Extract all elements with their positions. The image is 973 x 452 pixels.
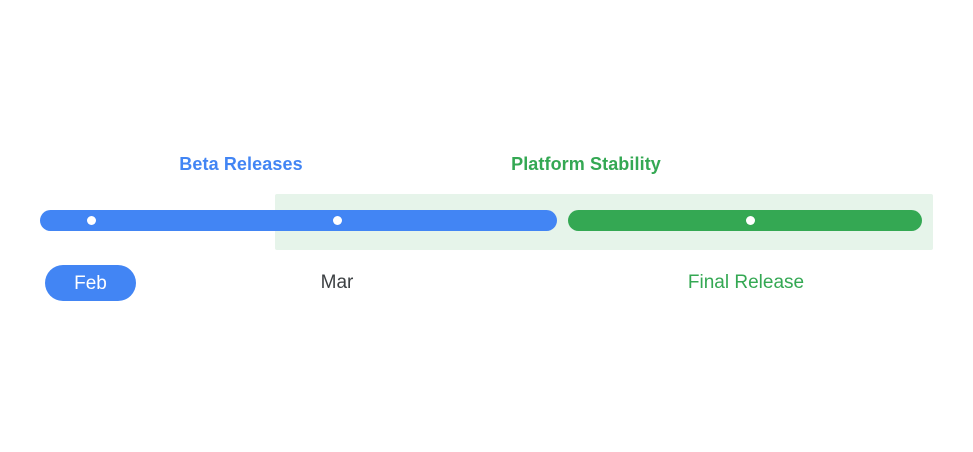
tick-label-final-release[interactable]: Final Release	[687, 272, 805, 293]
phase-label-beta-releases: Beta Releases	[179, 154, 303, 174]
tick-label-mar[interactable]: Mar	[320, 272, 354, 293]
milestone-dot-1[interactable]	[87, 216, 96, 225]
timeline-bar-platform-stability[interactable]	[568, 210, 922, 231]
milestone-dot-2[interactable]	[333, 216, 342, 225]
milestone-dot-3[interactable]	[746, 216, 755, 225]
tick-label-feb[interactable]: Feb	[45, 265, 136, 301]
phase-label-platform-stability: Platform Stability	[511, 154, 661, 174]
timeline-bar-beta-releases[interactable]	[40, 210, 557, 231]
